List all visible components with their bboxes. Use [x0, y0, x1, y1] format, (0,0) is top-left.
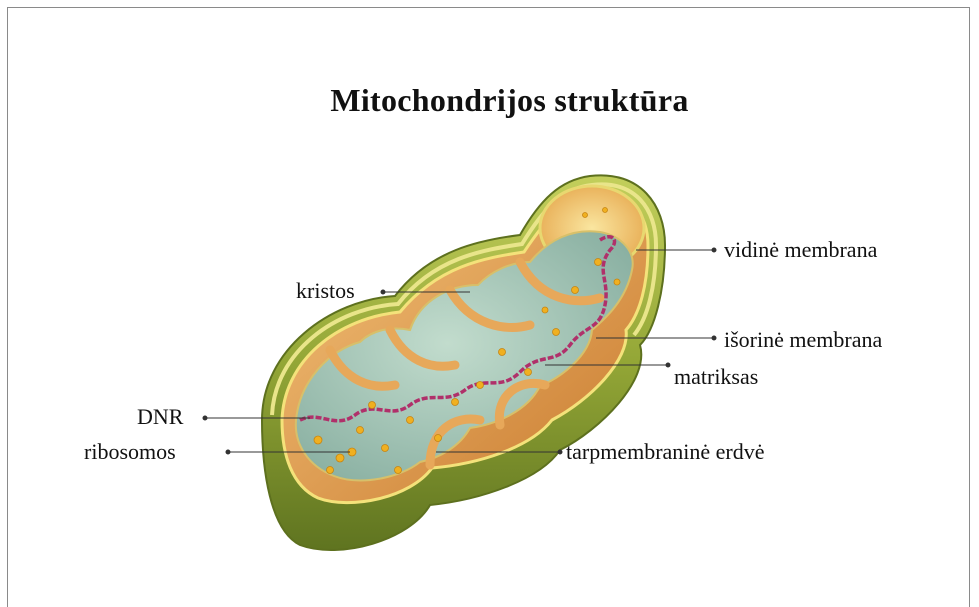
label-matrix: matriksas — [674, 364, 758, 390]
label-intermembrane-space: tarpmembraninė erdvė — [566, 439, 765, 465]
label-inner-membrane: vidinė membrana — [724, 237, 877, 263]
label-ribosomes: ribosomos — [84, 439, 176, 465]
label-cristae: kristos — [296, 278, 355, 304]
label-dna: DNR — [137, 404, 183, 430]
label-outer-membrane: išorinė membrana — [724, 327, 882, 353]
